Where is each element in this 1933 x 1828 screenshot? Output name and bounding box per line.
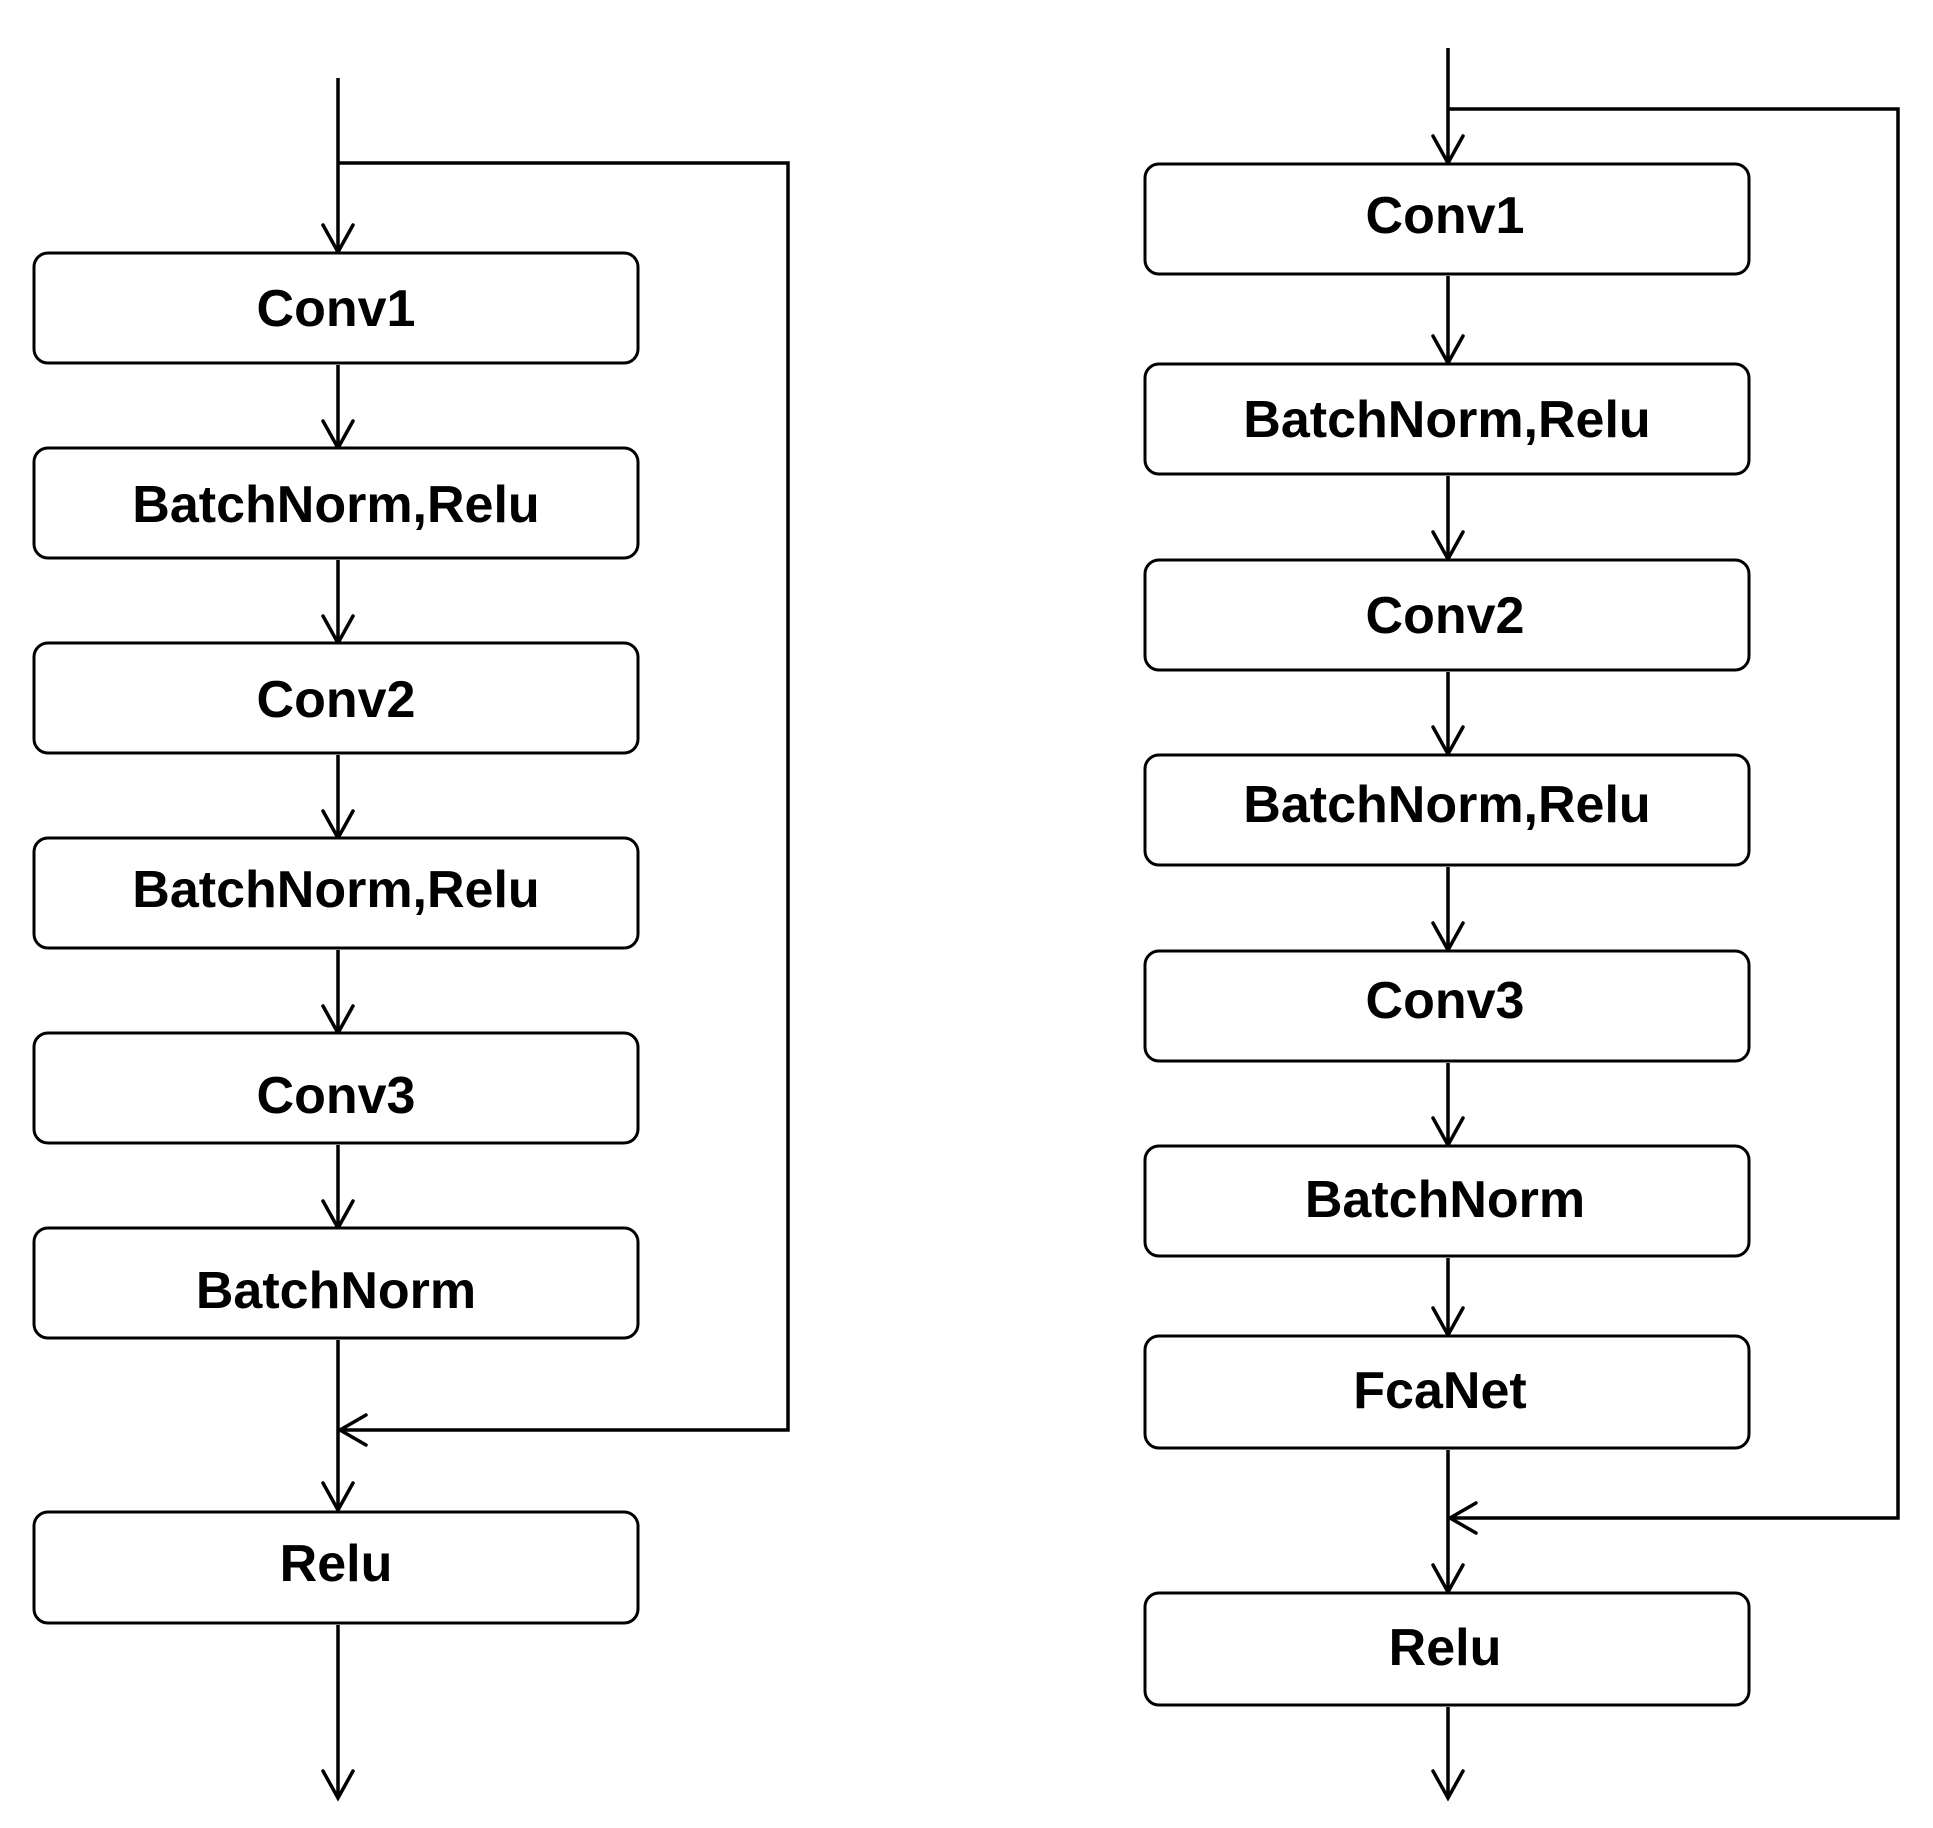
left-skip-arrow-head [336, 1413, 368, 1447]
left-node-label: Conv3 [257, 1067, 416, 1125]
right-node-label: FcaNet [1353, 1362, 1526, 1420]
left-node-batchnorm-relu-2: BatchNorm,Relu [32, 836, 640, 950]
right-node-label: BatchNorm,Relu [1243, 391, 1650, 449]
right-node-conv2: Conv2 [1143, 558, 1751, 672]
right-node-batchnorm-relu-1: BatchNorm,Relu [1143, 362, 1751, 476]
right-residual-block: Conv1 BatchNorm,Relu Conv2 BatchNorm,Rel… [1143, 48, 1900, 1802]
left-node-batchnorm-relu-1: BatchNorm,Relu [32, 446, 640, 560]
right-node-label: Conv3 [1366, 972, 1525, 1030]
left-node-label: BatchNorm,Relu [132, 476, 539, 534]
left-node-relu: Relu [32, 1510, 640, 1625]
left-node-conv2: Conv2 [32, 641, 640, 755]
right-node-conv3: Conv3 [1143, 949, 1751, 1063]
right-node-fcanet: FcaNet [1143, 1334, 1751, 1450]
right-node-label: Relu [1389, 1619, 1502, 1677]
right-output-arrow-head [1431, 1769, 1465, 1802]
right-node-batchnorm-relu-2: BatchNorm,Relu [1143, 753, 1751, 867]
right-skip-connection [1448, 107, 1900, 1520]
right-node-label: BatchNorm,Relu [1243, 776, 1650, 834]
right-node-conv1: Conv1 [1143, 162, 1751, 276]
left-node-label: Conv1 [257, 280, 416, 338]
right-skip-arrow-head [1446, 1501, 1478, 1535]
left-output-arrow-head [321, 1769, 355, 1802]
left-node-conv3: Conv3 [32, 1031, 640, 1145]
right-node-relu: Relu [1143, 1591, 1751, 1707]
left-residual-block: Conv1 BatchNorm,Relu Conv2 BatchNorm,Rel… [32, 78, 790, 1802]
left-node-label: BatchNorm [196, 1262, 476, 1320]
right-node-label: Conv2 [1366, 587, 1525, 645]
left-node-label: BatchNorm,Relu [132, 861, 539, 919]
right-node-label: Conv1 [1366, 187, 1525, 245]
left-node-label: Conv2 [257, 671, 416, 729]
left-skip-connection [338, 161, 790, 1432]
left-arrow-head-batchnorm-relu [321, 1481, 355, 1514]
left-node-batchnorm: BatchNorm [32, 1226, 640, 1340]
right-node-label: BatchNorm [1305, 1171, 1585, 1229]
left-node-conv1: Conv1 [32, 251, 640, 365]
left-node-label: Relu [280, 1535, 393, 1593]
right-node-batchnorm: BatchNorm [1143, 1144, 1751, 1258]
